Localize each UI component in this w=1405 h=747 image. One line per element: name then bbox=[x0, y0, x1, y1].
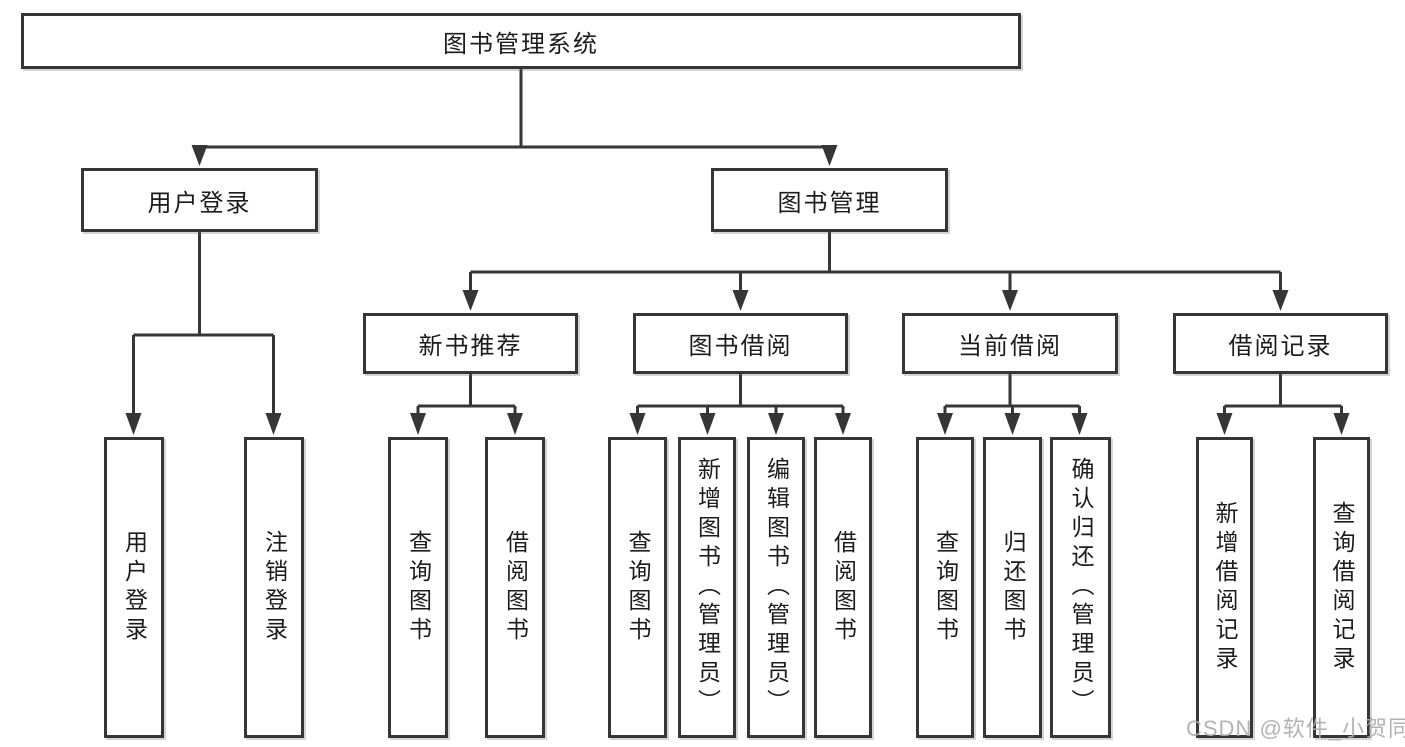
leaf-borrow-edit-books-admin-label: 编辑图书（管理员） bbox=[763, 457, 790, 718]
node-current-borrowing-label: 当前借阅 bbox=[958, 333, 1062, 360]
connector-records-to-leaves bbox=[1223, 374, 1343, 418]
connector-root-to-level2 bbox=[198, 69, 831, 152]
leaf-logout-label: 注销登录 bbox=[261, 529, 288, 646]
leaf-current-confirm-return-admin-label: 确认归还（管理员） bbox=[1068, 457, 1094, 718]
connector-bookmgmt-to-level3 bbox=[469, 232, 1282, 293]
leaf-newbook-query-books-label: 查询图书 bbox=[405, 529, 432, 646]
node-book-management-label: 图书管理 bbox=[777, 189, 882, 217]
leaf-records-add-record: 新增借阅记录 bbox=[1196, 437, 1253, 738]
node-new-book-recommend-label: 新书推荐 bbox=[418, 333, 523, 360]
node-user-login: 用户登录 bbox=[81, 168, 318, 232]
leaf-borrow-add-books-admin-label: 新增图书（管理员） bbox=[694, 457, 721, 718]
connector-borrow-to-leaves bbox=[636, 374, 845, 418]
connector-userlogin-to-leaves bbox=[132, 232, 275, 418]
node-new-book-recommend: 新书推荐 bbox=[363, 313, 578, 374]
leaf-logout: 注销登录 bbox=[244, 437, 304, 738]
node-borrowing-records: 借阅记录 bbox=[1173, 313, 1388, 374]
node-borrowing-records-label: 借阅记录 bbox=[1228, 333, 1333, 360]
leaf-records-query-record: 查询借阅记录 bbox=[1313, 437, 1370, 738]
leaf-borrow-add-books-admin: 新增图书（管理员） bbox=[678, 437, 736, 738]
node-library-system-label: 图书管理系统 bbox=[443, 30, 599, 58]
leaf-current-return-books-label: 归还图书 bbox=[1000, 529, 1026, 646]
node-current-borrowing: 当前借阅 bbox=[902, 313, 1118, 374]
leaf-records-add-record-label: 新增借阅记录 bbox=[1212, 500, 1238, 675]
node-book-borrowing: 图书借阅 bbox=[633, 313, 848, 374]
node-book-borrowing-label: 图书借阅 bbox=[688, 333, 793, 360]
leaf-current-query-books-label: 查询图书 bbox=[932, 529, 959, 646]
csdn-watermark: CSDN @软件_小贺同学 bbox=[1186, 716, 1405, 741]
leaf-newbook-borrow-books: 借阅图书 bbox=[485, 437, 545, 738]
leaf-current-return-books: 归还图书 bbox=[983, 437, 1042, 738]
connector-current-to-leaves bbox=[943, 374, 1081, 418]
node-user-login-label: 用户登录 bbox=[147, 189, 252, 217]
leaf-newbook-query-books: 查询图书 bbox=[388, 437, 448, 738]
leaf-borrow-query-books: 查询图书 bbox=[608, 437, 667, 738]
leaf-records-query-record-label: 查询借阅记录 bbox=[1329, 500, 1355, 675]
node-library-system: 图书管理系统 bbox=[21, 13, 1021, 69]
leaf-newbook-borrow-books-label: 借阅图书 bbox=[502, 529, 529, 646]
connector-newbook-to-leaves bbox=[416, 374, 517, 418]
leaf-user-login: 用户登录 bbox=[104, 437, 164, 738]
leaf-borrow-borrow-books: 借阅图书 bbox=[814, 437, 872, 738]
leaf-borrow-edit-books-admin: 编辑图书（管理员） bbox=[747, 437, 805, 738]
node-book-management: 图书管理 bbox=[711, 168, 948, 232]
leaf-borrow-borrow-books-label: 借阅图书 bbox=[830, 529, 857, 646]
leaf-user-login-label: 用户登录 bbox=[121, 529, 148, 646]
leaf-current-query-books: 查询图书 bbox=[916, 437, 974, 738]
leaf-borrow-query-books-label: 查询图书 bbox=[625, 529, 651, 646]
leaf-current-confirm-return-admin: 确认归还（管理员） bbox=[1050, 437, 1111, 738]
